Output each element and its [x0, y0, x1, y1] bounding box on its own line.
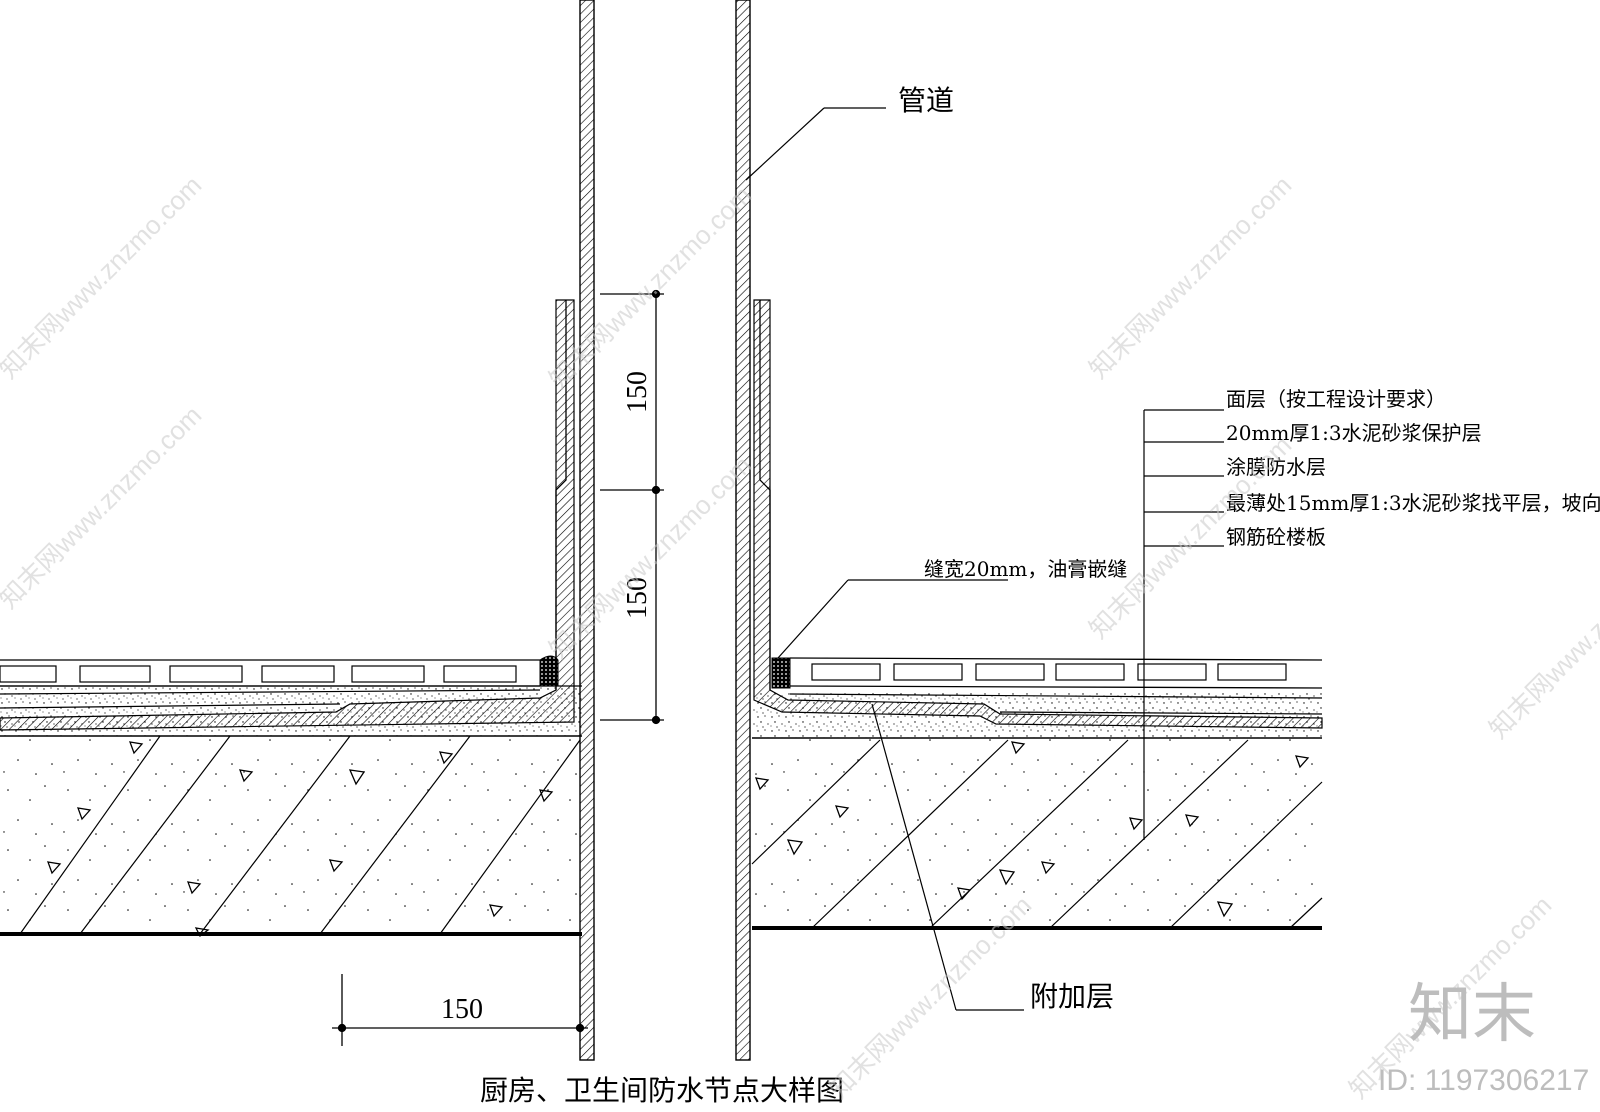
- right-concrete-slab: [752, 738, 1322, 928]
- right-floor: [751, 299, 1323, 930]
- svg-text:知末网www.znzmo.com: 知末网www.znzmo.com: [543, 450, 757, 664]
- layer-callout-2: 20mm厚1:3水泥砂浆保护层: [1226, 421, 1482, 445]
- pipe-wall-right: [735, 0, 751, 1061]
- dimension-horizontal-label: 150: [441, 994, 483, 1025]
- left-sealant: [539, 655, 559, 687]
- additional-layer-label: 附加层: [1030, 980, 1114, 1013]
- brand-logo: 知末: [1408, 978, 1536, 1052]
- dimension-upper-label: 150: [622, 371, 653, 413]
- svg-text:知末网www.znzmo.com: 知末网www.znzmo.com: [543, 180, 757, 394]
- leader-lines: [745, 107, 1224, 1011]
- dimension-vertical: [600, 289, 664, 725]
- right-sealant: [771, 657, 791, 689]
- image-id: ID: 1197306217: [1378, 1064, 1589, 1097]
- left-concrete-slab: [0, 736, 582, 934]
- svg-text:知末网www.znzmo.com: 知末网www.znzmo.com: [1083, 170, 1297, 384]
- dimension-horizontal: [332, 974, 588, 1046]
- layer-callout-1: 面层（按工程设计要求）: [1226, 387, 1446, 411]
- pipe-label: 管道: [898, 84, 954, 117]
- layer-callouts: 面层（按工程设计要求） 20mm厚1:3水泥砂浆保护层 涂膜防水层 最薄处15m…: [1226, 387, 1600, 549]
- left-floor: [0, 299, 582, 937]
- pipe: [555, 0, 771, 1061]
- svg-text:知末网www.znzmo.com: 知末网www.znzmo.com: [0, 170, 207, 384]
- layer-callout-3: 涂膜防水层: [1226, 455, 1326, 479]
- dimension-lower-label: 150: [622, 577, 653, 619]
- joint-label: 缝宽20mm，油膏嵌缝: [924, 557, 1127, 581]
- layer-callout-4: 最薄处15mm厚1:3水泥砂浆找平层，坡向地漏: [1226, 491, 1600, 515]
- svg-text:知末网www.znzmo.com: 知末网www.znzmo.com: [1483, 530, 1600, 744]
- svg-text:知末网www.znzmo.com: 知末网www.znzmo.com: [0, 400, 207, 614]
- watermarks: 知末网www.znzmo.com 知末网www.znzmo.com 知末网www…: [0, 170, 1600, 1104]
- layer-callout-5: 钢筋砼楼板: [1226, 525, 1326, 549]
- pipe-wall-left: [579, 0, 595, 1061]
- drawing-title: 厨房、卫生间防水节点大样图: [480, 1074, 844, 1107]
